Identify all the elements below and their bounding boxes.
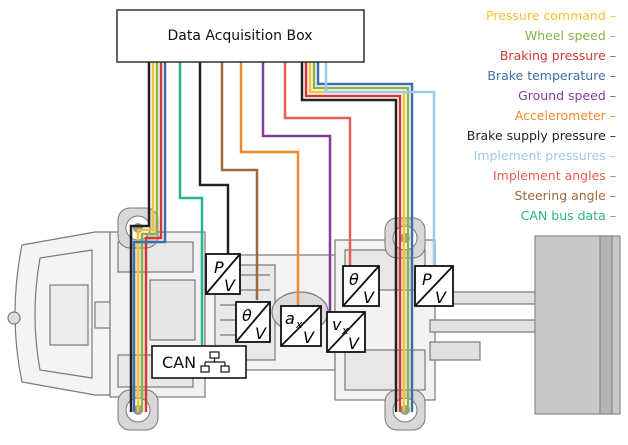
- can-label: CAN: [162, 353, 196, 372]
- sensor-top-label: P: [214, 258, 224, 277]
- legend-item: Brake supply pressure –: [466, 128, 616, 143]
- cable-right-brake-temp: [316, 62, 414, 412]
- cable-left-black: [129, 62, 151, 412]
- cable-ground-speed: [261, 62, 332, 320]
- legend-item: Ground speed –: [518, 88, 616, 103]
- cable-brake-supply: [198, 62, 230, 260]
- legend-item: Wheel speed –: [524, 28, 616, 43]
- cable-accel: [239, 62, 300, 308]
- legend-item: CAN bus data –: [520, 208, 616, 223]
- legend-item: Implement angles –: [492, 168, 616, 183]
- cable-right-braking: [304, 62, 402, 412]
- cable-implement-angle: [283, 62, 352, 268]
- sensor-top-label: P: [422, 270, 432, 289]
- sensor-top-label: v: [332, 315, 342, 334]
- sensor-pressure-2: P V: [414, 265, 454, 307]
- sensor-top-label: a: [285, 309, 295, 328]
- sensor-bottom-label: V: [255, 324, 267, 343]
- data-acquisition-box: Data Acquisition Box: [116, 9, 365, 63]
- sensor-bottom-label: V: [348, 334, 360, 353]
- cable-left-pressure-command: [136, 62, 155, 412]
- cable-left-wheel-speed: [140, 62, 159, 412]
- sensor-bottom-label: V: [303, 328, 315, 347]
- cable-left-brake-temp: [132, 62, 167, 412]
- cable-right-wheel-speed: [312, 62, 410, 412]
- sensor-angle-1: θ V: [235, 301, 271, 343]
- legend-item: Implement pressures –: [473, 148, 616, 163]
- cable-implement-pressure: [324, 62, 436, 266]
- sensor-bottom-label: V: [224, 276, 236, 295]
- sensor-subscript: x: [341, 324, 349, 337]
- cable-steering: [220, 62, 259, 300]
- cable-left-braking-pressure: [144, 62, 163, 412]
- legend-item: Braking pressure –: [499, 48, 616, 63]
- sensor-bottom-label: V: [435, 288, 447, 307]
- sensor-pressure-1: P V: [205, 253, 241, 295]
- legend-item: Brake temperature –: [487, 68, 616, 83]
- sensor-angle-2: θ V: [342, 265, 380, 307]
- sensor-accelerometer: a x V: [280, 305, 322, 347]
- can-box: CAN: [151, 345, 247, 379]
- cable-can: [178, 62, 204, 350]
- legend-item: Steering angle –: [514, 188, 616, 203]
- signal-cables: [129, 62, 436, 412]
- legend-item: Accelerometer –: [514, 108, 616, 123]
- sensor-bottom-label: V: [363, 288, 375, 307]
- box-label: Data Acquisition Box: [167, 28, 312, 44]
- signal-legend: Pressure command – Wheel speed – Braking p…: [396, 8, 616, 224]
- cable-right-black: [300, 62, 398, 412]
- sensor-subscript: x: [295, 318, 303, 331]
- legend-item: Pressure command –: [486, 8, 616, 23]
- sensor-top-label: θ: [349, 270, 359, 289]
- network-icon: [200, 351, 230, 373]
- sensor-ground-speed: v x V: [326, 311, 366, 353]
- sensor-top-label: θ: [242, 306, 252, 325]
